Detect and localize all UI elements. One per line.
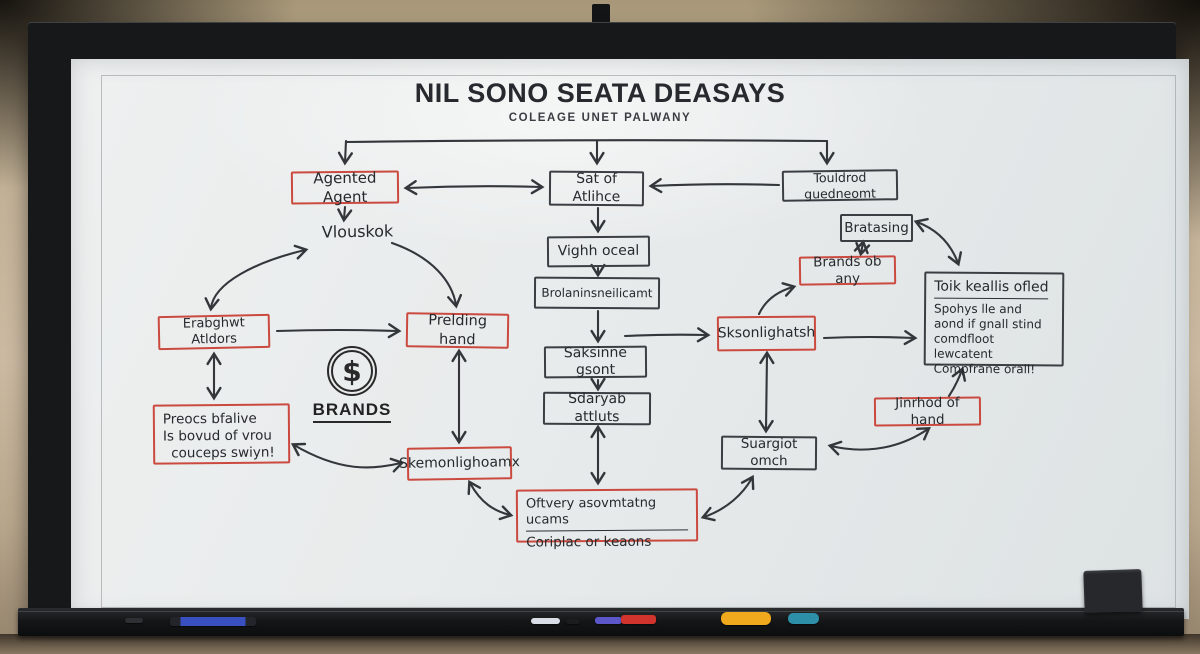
node-sksonlighatsh: Sksonlighatsh bbox=[716, 315, 817, 352]
diagram-title: NIL SONO SEATA DEASAYS bbox=[414, 78, 786, 108]
red-marker bbox=[621, 615, 656, 624]
blue-marker bbox=[170, 617, 256, 626]
node-sdaryab-attluts: Sdaryab attluts bbox=[542, 391, 652, 426]
node-prelding-hand: Prelding hand bbox=[405, 312, 510, 349]
teal-marker bbox=[788, 613, 819, 624]
board-drop-shadow bbox=[0, 634, 1200, 654]
text-vlouskok: Vlouskok bbox=[321, 221, 394, 242]
node-jinrhod-of-hand: Jinrhod of hand bbox=[873, 394, 982, 428]
board-pinstripe-border bbox=[101, 75, 1176, 608]
node-saksinne-gsont: Saksinne gsont bbox=[543, 344, 648, 379]
whiteboard-frame bbox=[28, 22, 1189, 630]
black-marker-cap bbox=[566, 619, 580, 624]
node-oftvery-asovmtatng: Oftvery asovmtatng ucams Coriplac or kea… bbox=[515, 488, 699, 550]
node-touldrod-guedneomt: Touldrod guedneomt bbox=[781, 169, 899, 202]
brands-logo-label: BRANDS bbox=[312, 400, 392, 423]
purple-marker bbox=[595, 617, 622, 624]
node-erabghwt-atldors: Erabghwt Atldors bbox=[157, 313, 271, 351]
brands-logo: $ BRANDS bbox=[310, 346, 394, 423]
board-eraser bbox=[1083, 569, 1143, 613]
diagram-subtitle: COLEAGE UNET PALWANY bbox=[508, 112, 692, 124]
node-vighh-oceal: Vighh oceal bbox=[546, 235, 651, 268]
whiteboard-surface bbox=[71, 59, 1189, 630]
node-preocs-bfalive: Preocs bfalive Is bovud of vrou couceps … bbox=[152, 403, 291, 465]
yellow-marker bbox=[721, 612, 771, 625]
node-skemonlighoamx: Skemonlighoamx bbox=[399, 446, 520, 481]
node-suargiot-omch: Suargiot omch bbox=[720, 435, 818, 471]
node-brands-ob-any: Brands ob any bbox=[798, 253, 897, 287]
dollar-sign-icon: $ bbox=[327, 346, 377, 396]
small-dark-marker bbox=[125, 618, 143, 623]
node-agented-agent: Agented Agent bbox=[290, 168, 400, 206]
white-marker bbox=[531, 618, 560, 624]
node-toik-keallis: Toik keallis ofled Spohys lle and aond i… bbox=[923, 271, 1065, 376]
node-bratasing: Bratasing bbox=[840, 214, 913, 242]
node-sat-of-atlihce: Sat of Atlihce bbox=[548, 170, 645, 207]
node-brolaninsneilicamt: Brolaninsneilicamt bbox=[533, 276, 661, 310]
